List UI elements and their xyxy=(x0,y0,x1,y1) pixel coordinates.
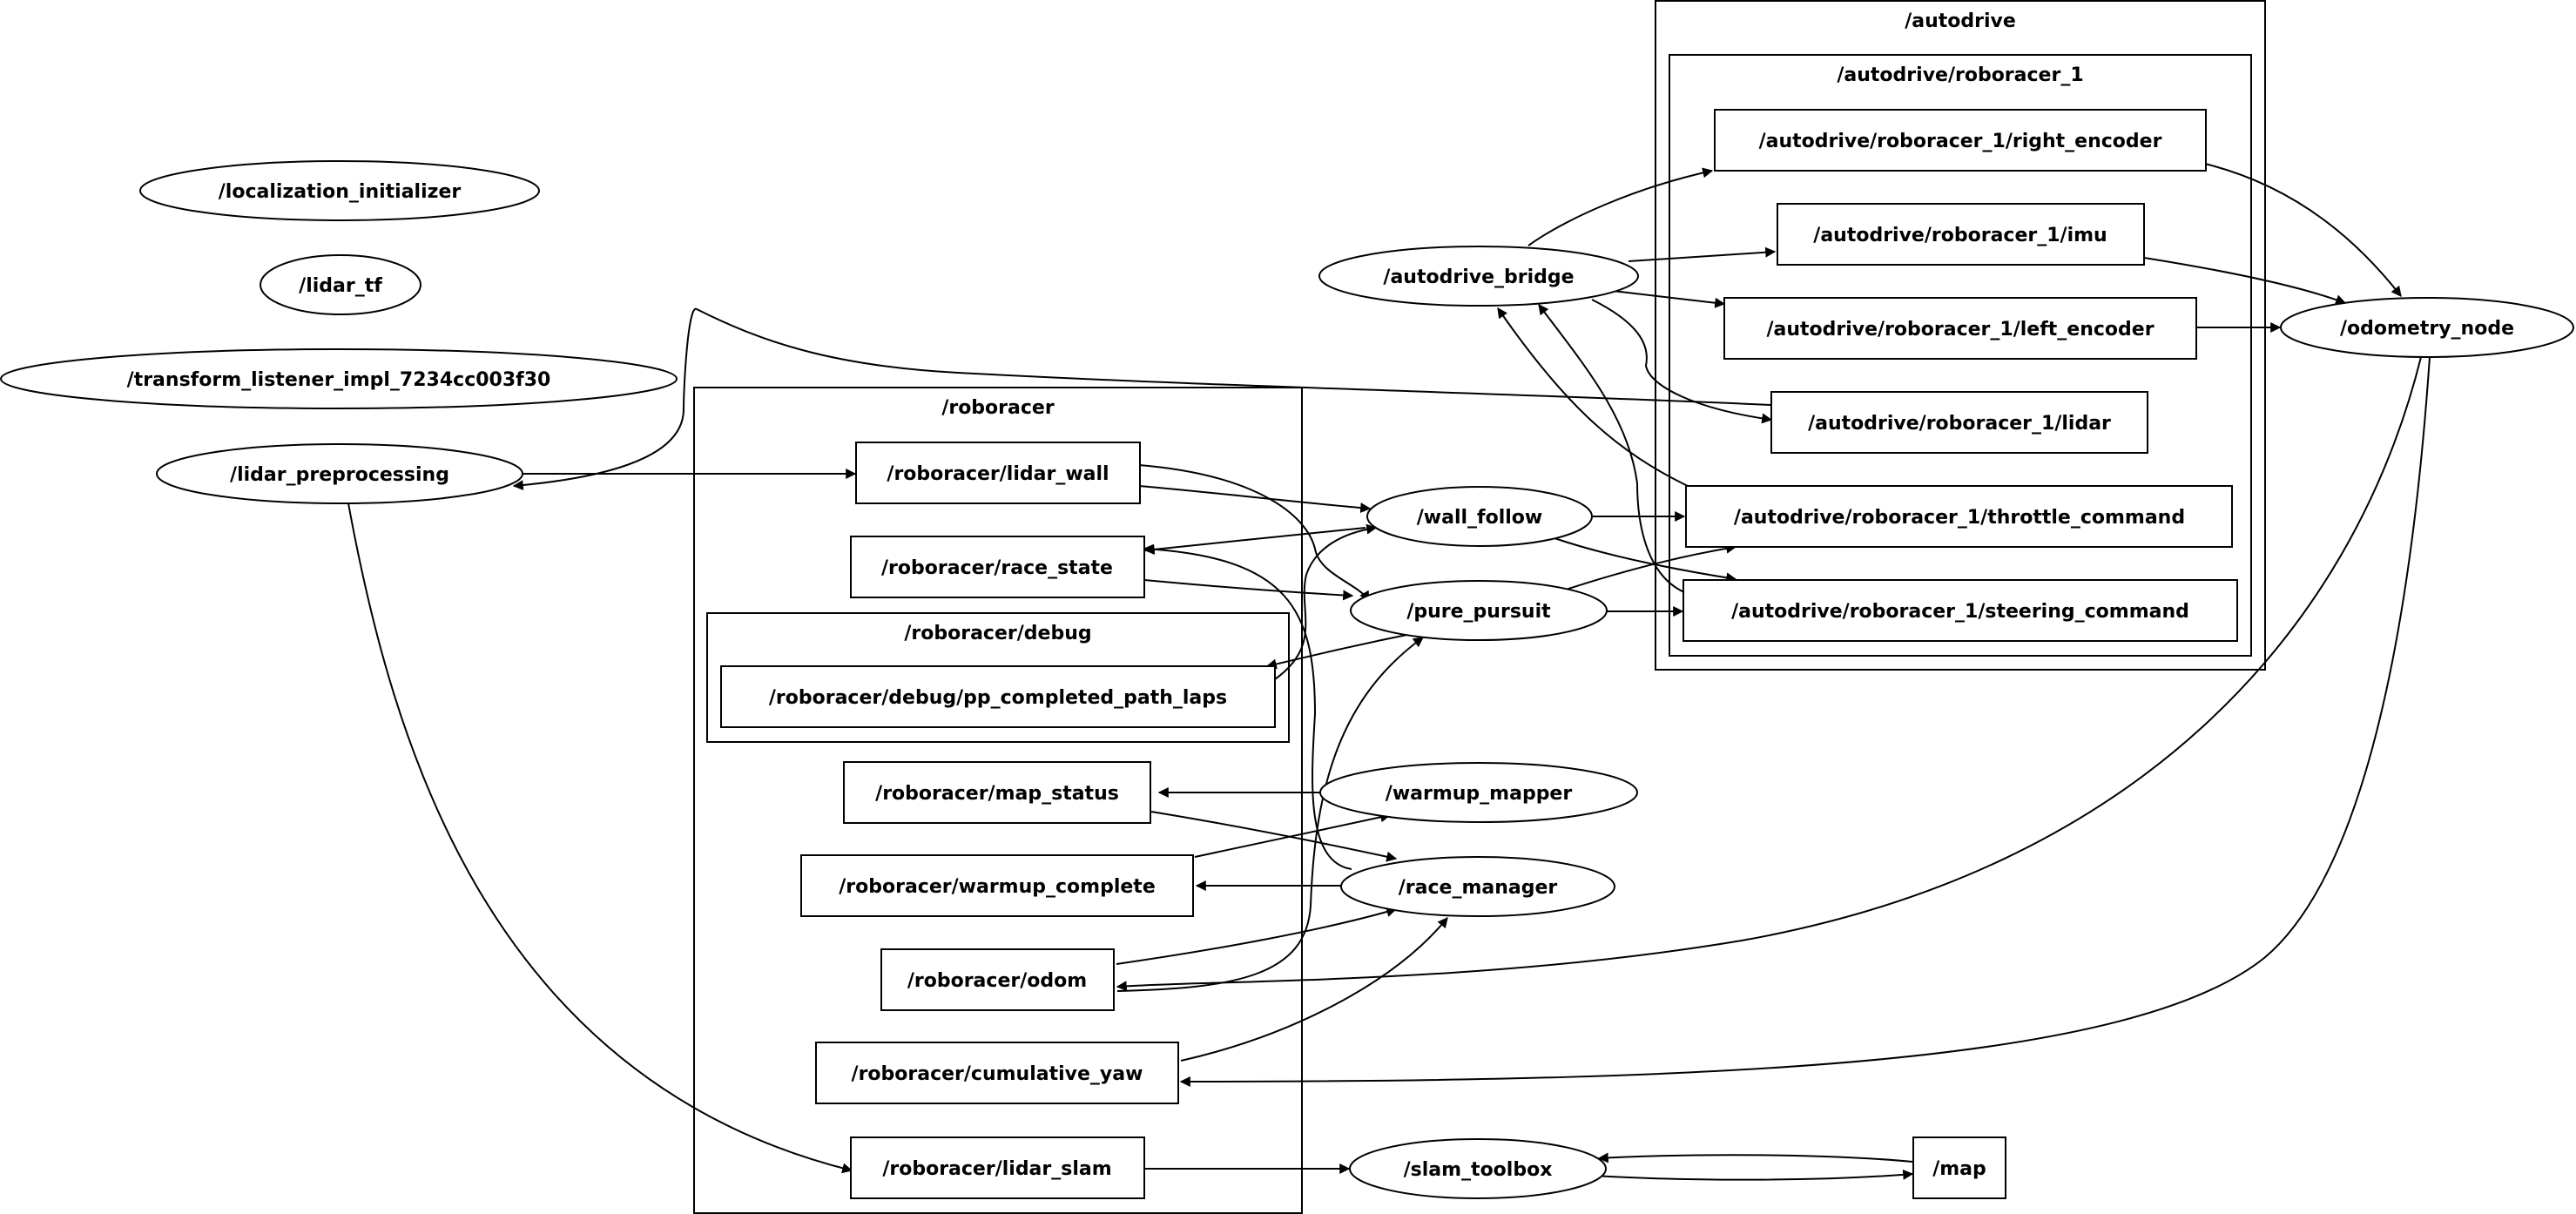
cluster-roboracer-debug: /roboracer/debug xyxy=(706,612,1290,743)
edge-odometry-to-cumulative-yaw xyxy=(1179,356,2431,1087)
topic-odom-label: /roboracer/odom xyxy=(907,970,1087,992)
topic-lidar-slam[interactable]: /roboracer/lidar_slam xyxy=(850,1136,1145,1199)
edge-steering-to-bridge xyxy=(1538,304,1685,593)
edge-slam-toolbox-to-map xyxy=(1593,1169,1914,1181)
cluster-roboracer-debug-label: /roboracer/debug xyxy=(904,623,1091,644)
topic-map[interactable]: /map xyxy=(1912,1136,2006,1199)
topic-pp-completed-path-laps-label: /roboracer/debug/pp_completed_path_laps xyxy=(769,687,1227,709)
edge-odometry-to-odom xyxy=(1116,356,2422,992)
cluster-autodrive: /autodrive xyxy=(1655,0,2266,671)
cluster-roboracer: /roboracer xyxy=(693,387,1303,1214)
topic-lidar-label: /autodrive/roboracer_1/lidar xyxy=(1808,413,2111,435)
node-autodrive-bridge-label: /autodrive_bridge xyxy=(1383,266,1574,288)
node-lidar-preprocessing[interactable]: /lidar_preprocessing xyxy=(156,443,523,504)
edge-pp-laps-to-wall-follow xyxy=(1274,523,1378,680)
topic-warmup-complete[interactable]: /roboracer/warmup_complete xyxy=(800,854,1194,917)
edge-wall-follow-to-race-state xyxy=(1143,527,1366,555)
node-slam-toolbox-label: /slam_toolbox xyxy=(1404,1159,1553,1181)
edge-bridge-to-imu xyxy=(1628,246,1777,262)
node-odometry-node-label: /odometry_node xyxy=(2340,318,2514,340)
topic-odom[interactable]: /roboracer/odom xyxy=(880,948,1115,1011)
edge-pure-pursuit-to-throttle xyxy=(1562,543,1737,591)
topic-cumulative-yaw-label: /roboracer/cumulative_yaw xyxy=(852,1063,1143,1085)
edge-lidar-wall-to-wall-follow xyxy=(1138,485,1372,514)
topic-imu-label: /autodrive/roboracer_1/imu xyxy=(1813,225,2107,246)
edge-race-state-to-pure-pursuit xyxy=(1143,579,1354,601)
edge-bridge-to-lidar xyxy=(1591,299,1773,424)
node-autodrive-bridge[interactable]: /autodrive_bridge xyxy=(1318,246,1639,307)
topic-lidar-wall-label: /roboracer/lidar_wall xyxy=(887,463,1109,485)
node-lidar-preprocessing-label: /lidar_preprocessing xyxy=(230,464,449,486)
topic-lidar[interactable]: /autodrive/roboracer_1/lidar xyxy=(1770,391,2148,454)
node-race-manager[interactable]: /race_manager xyxy=(1340,856,1615,917)
node-localization-initializer-label: /localization_initializer xyxy=(219,181,462,203)
node-lidar-tf-label: /lidar_tf xyxy=(299,275,382,297)
edge-odom-to-race-manager xyxy=(1116,907,1398,965)
node-wall-follow-label: /wall_follow xyxy=(1417,507,1543,529)
edge-cumulative-yaw-to-race-manager xyxy=(1180,917,1448,1062)
cluster-autodrive-roboracer-1-label: /autodrive/roboracer_1 xyxy=(1837,64,2083,86)
topic-race-state[interactable]: /roboracer/race_state xyxy=(850,536,1145,598)
edge-bridge-to-left-encoder xyxy=(1612,290,1726,308)
node-lidar-tf[interactable]: /lidar_tf xyxy=(260,254,421,315)
node-race-manager-label: /race_manager xyxy=(1399,877,1558,899)
cluster-roboracer-label: /roboracer xyxy=(941,397,1055,419)
edge-throttle-to-bridge xyxy=(1497,307,1689,487)
topic-lidar-wall[interactable]: /roboracer/lidar_wall xyxy=(855,442,1141,504)
edge-right-encoder-to-odometry xyxy=(2204,163,2402,297)
topic-map-status-label: /roboracer/map_status xyxy=(875,783,1119,805)
cluster-autodrive-roboracer-1: /autodrive/roboracer_1 xyxy=(1669,54,2252,657)
edge-lidar-wall-to-pure-pursuit xyxy=(1138,464,1370,603)
node-pure-pursuit[interactable]: /pure_pursuit xyxy=(1350,580,1608,641)
node-warmup-mapper[interactable]: /warmup_mapper xyxy=(1319,762,1638,823)
topic-map-label: /map xyxy=(1932,1158,1986,1180)
topic-left-encoder-label: /autodrive/roboracer_1/left_encoder xyxy=(1766,319,2154,341)
edge-lidar-to-lidar-preprocessing xyxy=(512,307,1771,491)
topic-map-status[interactable]: /roboracer/map_status xyxy=(843,761,1151,824)
topic-warmup-complete-label: /roboracer/warmup_complete xyxy=(839,876,1155,898)
edge-race-manager-to-race-state xyxy=(1143,543,1352,870)
edge-bridge-to-right-encoder xyxy=(1527,167,1714,246)
topic-steering-command[interactable]: /autodrive/roboracer_1/steering_command xyxy=(1682,579,2238,642)
node-pure-pursuit-label: /pure_pursuit xyxy=(1406,601,1551,623)
edge-warmup-complete-to-warmup-mapper xyxy=(1194,812,1392,858)
edge-lidar-preprocessing-to-lidar-slam xyxy=(347,502,853,1174)
edges xyxy=(347,163,2431,1181)
node-odometry-node[interactable]: /odometry_node xyxy=(2280,297,2574,358)
edge-odom-to-pure-pursuit xyxy=(1116,637,1424,992)
topic-cumulative-yaw[interactable]: /roboracer/cumulative_yaw xyxy=(815,1042,1179,1104)
topic-throttle-command[interactable]: /autodrive/roboracer_1/throttle_command xyxy=(1685,485,2233,548)
topic-pp-completed-path-laps[interactable]: /roboracer/debug/pp_completed_path_laps xyxy=(720,665,1276,728)
topic-lidar-slam-label: /roboracer/lidar_slam xyxy=(882,1158,1111,1180)
topic-right-encoder[interactable]: /autodrive/roboracer_1/right_encoder xyxy=(1714,109,2207,172)
topic-race-state-label: /roboracer/race_state xyxy=(881,557,1113,579)
topic-left-encoder[interactable]: /autodrive/roboracer_1/left_encoder xyxy=(1723,297,2197,360)
node-transform-listener-label: /transform_listener_impl_7234cc003f30 xyxy=(127,369,551,391)
edge-imu-to-odometry xyxy=(2143,257,2347,305)
topic-imu[interactable]: /autodrive/roboracer_1/imu xyxy=(1777,203,2145,266)
node-localization-initializer[interactable]: /localization_initializer xyxy=(139,160,540,221)
node-slam-toolbox[interactable]: /slam_toolbox xyxy=(1349,1138,1607,1199)
topic-steering-command-label: /autodrive/roboracer_1/steering_command xyxy=(1731,601,2189,623)
topic-throttle-command-label: /autodrive/roboracer_1/throttle_command xyxy=(1734,507,2185,529)
cluster-autodrive-label: /autodrive xyxy=(1905,10,2016,32)
node-wall-follow[interactable]: /wall_follow xyxy=(1366,486,1593,547)
node-warmup-mapper-label: /warmup_mapper xyxy=(1386,783,1573,805)
node-transform-listener[interactable]: /transform_listener_impl_7234cc003f30 xyxy=(0,348,678,409)
edge-map-to-slam-toolbox xyxy=(1597,1152,1913,1163)
edge-wall-follow-to-steering xyxy=(1554,537,1737,583)
topic-right-encoder-label: /autodrive/roboracer_1/right_encoder xyxy=(1759,131,2162,152)
edge-map-status-to-race-manager xyxy=(1150,811,1398,862)
edge-pure-pursuit-to-pp-laps xyxy=(1265,631,1420,670)
